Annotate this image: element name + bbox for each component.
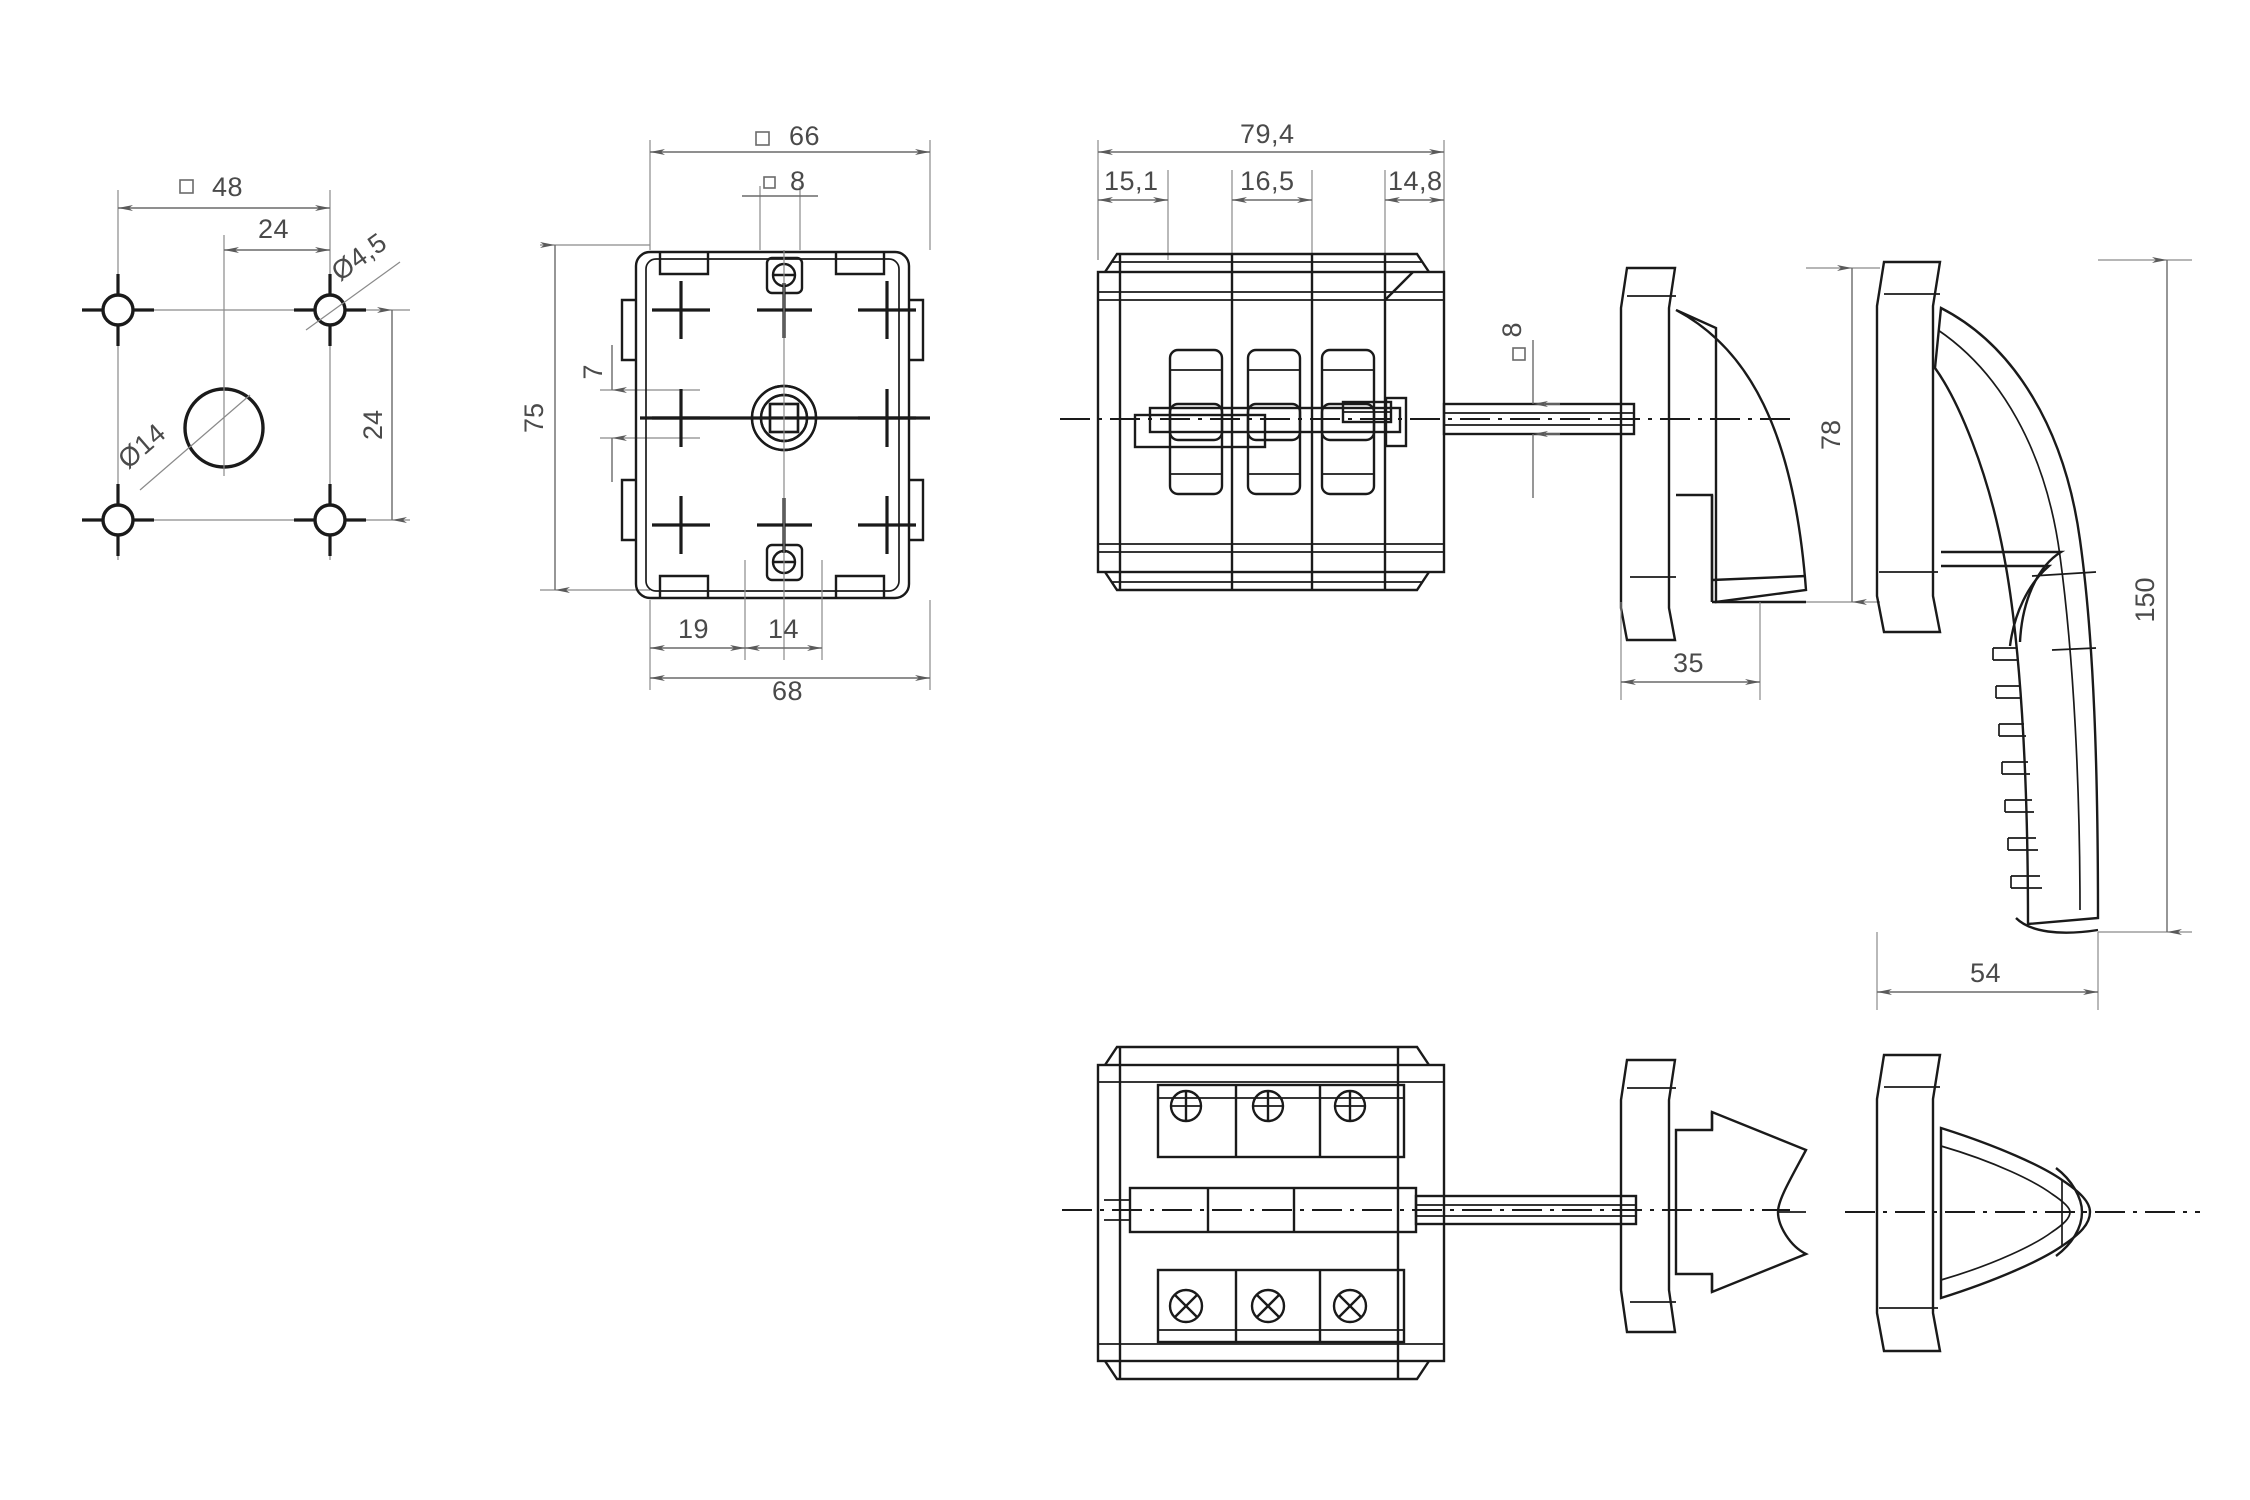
view-handle-short-plan: [1619, 1058, 1809, 1334]
drill-hole-bottom-left: [82, 484, 154, 556]
handle-grip-ribs: [1992, 647, 2042, 889]
contact-blocks-lower: [1168, 402, 1376, 496]
dim-label-79-4: 79,4: [1240, 119, 1295, 149]
handle-rosette-short-plan: [1619, 1058, 1677, 1334]
handle-tip-plan: [2055, 1167, 2084, 1257]
dim-label-78: 78: [1816, 420, 1846, 450]
square-symbol-icon: [755, 131, 770, 146]
plate-notch-bl: [658, 574, 710, 598]
leader-line-d45: [305, 261, 401, 331]
handle-rosette-long: [1875, 260, 1942, 634]
square-symbol-icon: [763, 176, 776, 189]
handle-lever-long: [1933, 306, 2100, 926]
drill-hole-center: [183, 380, 265, 476]
dim-label-7: 7: [578, 364, 608, 379]
view-front-plate: 66 8 75 7: [519, 121, 931, 706]
plate-outline: [634, 250, 911, 600]
square-symbol-icon: [1512, 347, 1526, 361]
handle-lever-long-plan: [1939, 1126, 2092, 1300]
view-handle-long-side: 150 54: [1875, 257, 2192, 1010]
body-plan-outline: [1096, 1063, 1446, 1363]
handle-rosette-short: [1619, 266, 1677, 642]
dim-label-66: 66: [789, 121, 820, 151]
body-plan-bottom: [1104, 1360, 1430, 1381]
plate-notch-tl: [658, 252, 710, 276]
plate-notch-br: [834, 574, 886, 598]
terminal-row-lower: [1156, 1268, 1406, 1344]
terminal-row-upper: [1156, 1083, 1406, 1159]
dim-label-24-vertical: 24: [358, 410, 388, 440]
plate-center-boss: [640, 250, 930, 600]
plate-notch-tr: [834, 252, 886, 276]
handle-band-top: [2031, 571, 2097, 577]
handle-lever-band: [1711, 574, 1807, 582]
dim-label-8: 8: [790, 166, 806, 196]
plate-tab-right-top: [909, 298, 925, 362]
view-bottom-section: [1062, 1045, 1790, 1381]
body-bottom-flange: [1104, 571, 1430, 592]
handle-band-mid: [2051, 647, 2097, 651]
dim-label-150: 150: [2130, 577, 2160, 622]
plate-tab-left-bottom: [620, 478, 636, 542]
body-plan-top: [1104, 1045, 1430, 1066]
dim-label-14: 14: [768, 614, 799, 644]
dim-label-15-1: 15,1: [1104, 166, 1159, 196]
square-symbol-icon: [179, 179, 194, 194]
view-handle-long-plan: [1845, 1053, 2200, 1353]
dim-label-35: 35: [1673, 648, 1704, 678]
dim-label-75: 75: [519, 403, 549, 433]
handle-rosette-long-plan: [1875, 1053, 1942, 1353]
drill-hole-bottom-right: [294, 484, 366, 556]
plate-inner-border: [645, 258, 900, 592]
body-top-flange: [1104, 252, 1430, 273]
dim-label-19: 19: [678, 614, 709, 644]
handle-grip-tip: [2015, 917, 2099, 934]
dim-label-48: 48: [212, 172, 243, 202]
plate-tab-left-top: [620, 298, 636, 362]
view-side-section: 79,4 15,1 16,5 14,8: [1060, 119, 1790, 592]
handle-grip-top-inner: [1941, 564, 2053, 647]
handle-lever-short: [1675, 308, 1808, 604]
handle-lever-long-inner: [1937, 329, 2081, 911]
dim-label-shaft-8: 8: [1497, 322, 1527, 337]
dim-label-24-horizontal: 24: [258, 214, 289, 244]
dim-label-54: 54: [1970, 958, 2001, 988]
dim-label-16-5: 16,5: [1240, 166, 1295, 196]
dim-label-14-8: 14,8: [1388, 166, 1443, 196]
drill-hole-top-left: [82, 274, 154, 346]
contact-blocks-upper: [1168, 348, 1376, 442]
dim-label-68: 68: [772, 676, 803, 706]
plate-tab-right-bottom: [909, 478, 925, 542]
leader-line-d14: [139, 394, 251, 491]
body-chamfer: [1384, 271, 1414, 301]
view-handle-short-side: 78 35: [1619, 265, 1880, 700]
